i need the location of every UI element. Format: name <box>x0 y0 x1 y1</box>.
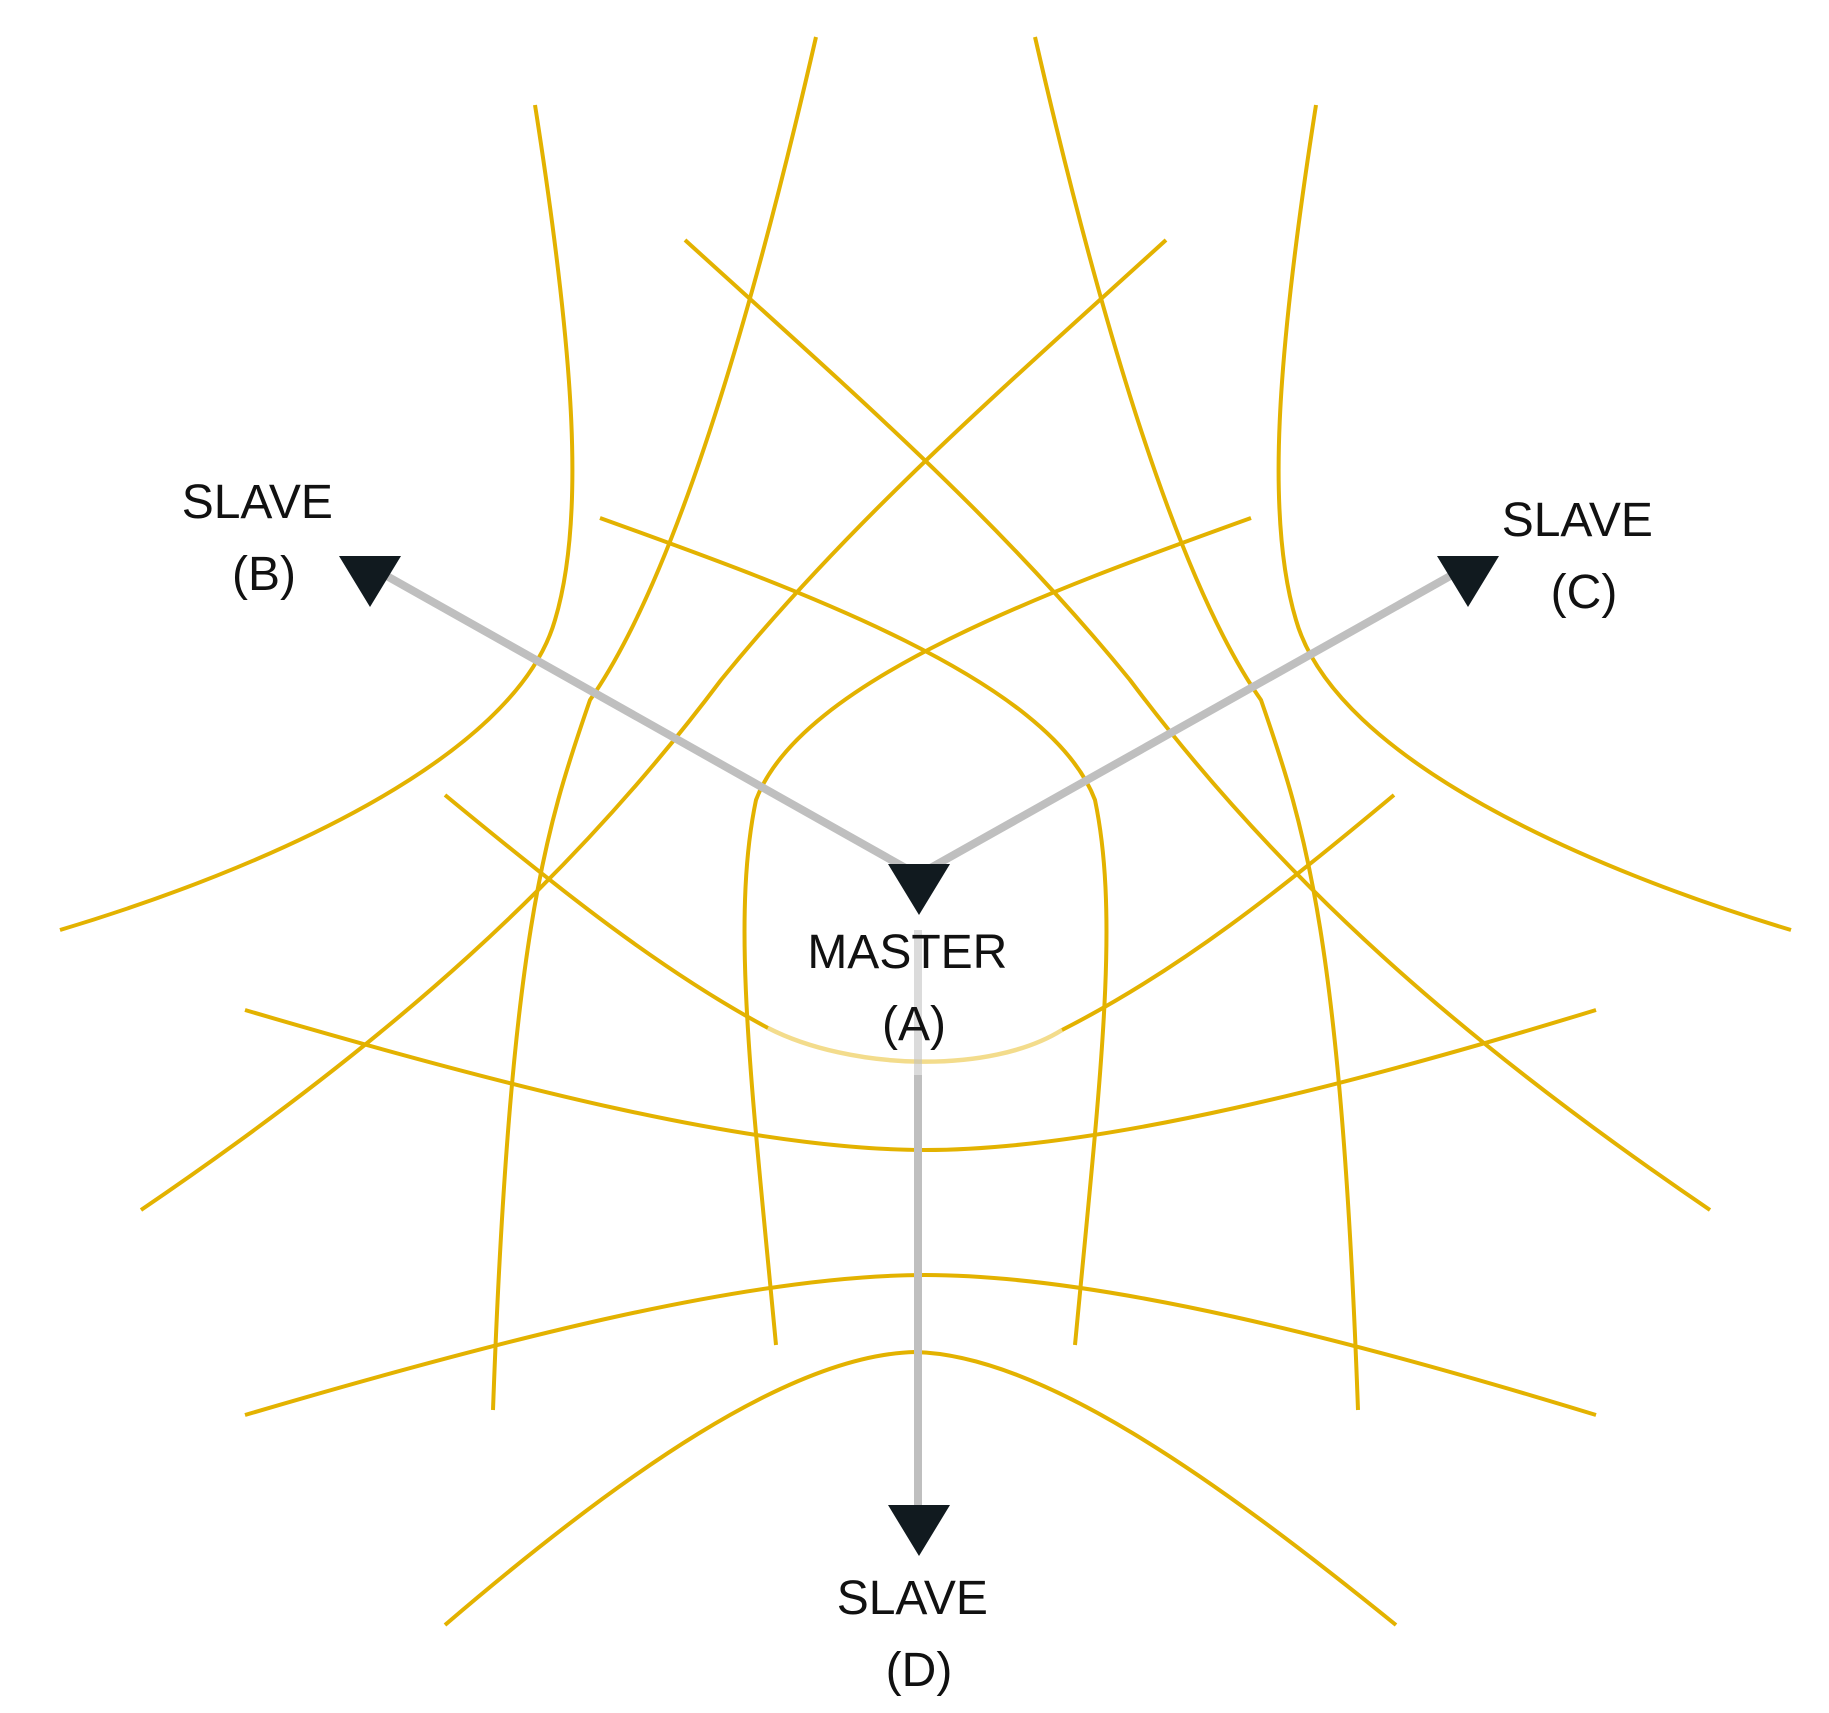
hyperbola-line <box>59 104 575 932</box>
slave-d-label-line2: (D) <box>886 1644 953 1697</box>
slave-b-label-line1: SLAVE <box>182 476 333 529</box>
baseline-master-to-slave-b <box>383 571 920 879</box>
slave-c-label: SLAVE (C) <box>1502 494 1667 619</box>
hyperbola-line <box>1061 793 1396 1032</box>
master-label: MASTER (A) <box>807 926 1020 1051</box>
slave-b-station-marker <box>339 556 401 607</box>
hyperbola-line <box>683 238 1712 1212</box>
station-label-group: MASTER (A) SLAVE (B) SLAVE (C) SLAVE (D) <box>182 476 1667 1697</box>
master-label-line1: MASTER <box>807 926 1007 979</box>
hyperbola-line <box>491 36 818 1411</box>
master-station-marker <box>888 864 950 915</box>
hyperbola-line <box>1276 104 1792 932</box>
slave-b-label-line2: (B) <box>232 548 296 601</box>
station-marker-group <box>339 556 1499 1556</box>
hyperbola-line <box>1033 36 1360 1411</box>
slave-c-label-line1: SLAVE <box>1502 494 1653 547</box>
slave-c-station-marker <box>1437 556 1499 607</box>
baseline-master-to-slave-c <box>916 571 1454 879</box>
hyperbola-line <box>443 793 769 1030</box>
master-label-line2: (A) <box>882 998 946 1051</box>
hyperbola-line <box>139 238 1168 1212</box>
slave-c-label-line2: (C) <box>1551 566 1618 619</box>
baseline-group <box>383 571 1454 1505</box>
hyperbola-group <box>59 36 1792 1627</box>
slave-d-label-line1: SLAVE <box>837 1572 988 1625</box>
slave-b-label: SLAVE (B) <box>182 476 347 601</box>
hyperbola-line <box>244 1008 1597 1153</box>
hyperbola-line <box>599 516 1109 1346</box>
hyperbola-line <box>742 516 1252 1346</box>
slave-d-label: SLAVE (D) <box>837 1572 1002 1697</box>
slave-d-station-marker <box>888 1505 950 1556</box>
hyperbola-line <box>244 1272 1597 1417</box>
